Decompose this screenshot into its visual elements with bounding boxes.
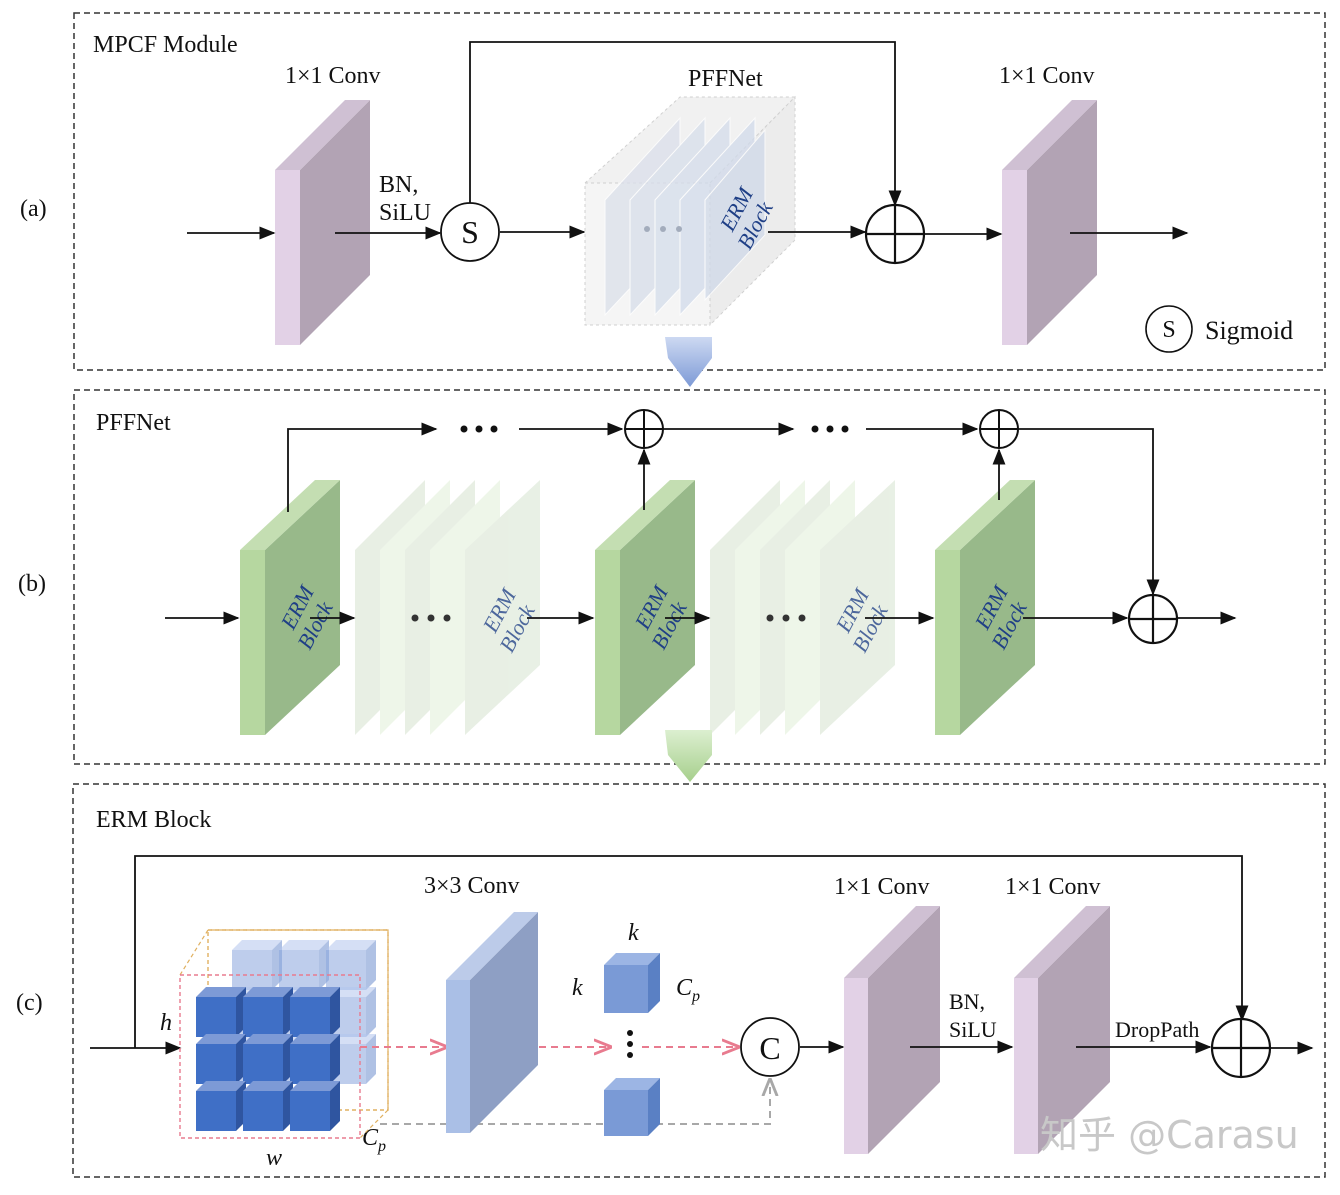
erm-block-2: [595, 480, 695, 735]
panel-a: (a) MPCF Module 1×1 Conv 1×1 Conv BN, Si…: [20, 12, 1326, 371]
b-skip-1: [287, 422, 438, 512]
dots-2c: [798, 614, 806, 622]
kernel-k-top: k: [628, 920, 639, 946]
b-top-dots-2c: [841, 425, 849, 433]
front-cube: [243, 987, 293, 1037]
dots-2a: [766, 614, 774, 622]
pffnet-label: PFFNet: [688, 66, 763, 92]
ghost-stack-1: [355, 480, 540, 735]
pffnet-stack: [583, 95, 797, 327]
sigmoid-symbol: S: [461, 214, 479, 250]
conv3x3-label: 3×3 Conv: [424, 873, 520, 899]
panel-b-tag: (b): [18, 571, 46, 597]
erm-block-1: [240, 480, 340, 735]
watermark: 知乎 @Carasu: [1040, 1113, 1299, 1157]
legend-sigmoid-icon: [1145, 305, 1193, 353]
dots-1c: [443, 614, 451, 622]
conv1x1-block-left: [275, 100, 370, 345]
panel-a-tag: (a): [20, 196, 47, 222]
transition-arrow-ab: [665, 337, 712, 387]
concat-node: [740, 1017, 800, 1077]
b-top-dots-2b: [826, 425, 834, 433]
c-w-label: w: [266, 1145, 282, 1171]
legend-sigmoid-symbol: S: [1162, 317, 1175, 343]
panel-c-frame: [72, 783, 1326, 1178]
b-skip-5: [1018, 428, 1160, 596]
kernel-cube-top: [604, 953, 660, 1013]
b-top-dots-2a: [811, 425, 819, 433]
b-add-node-3: [1127, 593, 1179, 645]
kernel-dot-1: [627, 1030, 633, 1036]
conv3x3-block: [446, 912, 538, 1133]
kernel-k-left: k: [572, 975, 583, 1001]
kernel-cube-bottom: [604, 1078, 660, 1136]
dots-2b: [782, 614, 790, 622]
c-cp-label: Cp: [362, 1125, 386, 1155]
dots-1a: [411, 614, 419, 622]
dashed-gray-bypass: [380, 1080, 770, 1125]
conv1x1b-block: [1014, 906, 1110, 1154]
c-skip-connection: [134, 855, 1249, 1048]
panel-c: (c) ERM Block h w Cp 3×3 Conv: [16, 783, 1326, 1178]
conv1x1b-label: 1×1 Conv: [1005, 874, 1101, 900]
droppath-label: DropPath: [1115, 1017, 1199, 1042]
conv1x1-block-right: [1002, 100, 1097, 345]
c-h-label: h: [160, 1010, 172, 1036]
c-bn-line2: SiLU: [949, 1017, 997, 1042]
b-add-node-1: [624, 409, 664, 449]
conv1x1-label-left: 1×1 Conv: [285, 63, 381, 89]
conv1x1a-block: [844, 906, 940, 1154]
kernel-dot-2: [627, 1041, 633, 1047]
back-cube: [232, 940, 282, 990]
transition-arrow-bc: [665, 730, 712, 782]
front-cube: [290, 1081, 340, 1131]
back-cube: [326, 940, 376, 990]
front-cube: [243, 1034, 293, 1084]
b-top-dots-1c: [490, 425, 498, 433]
bn-label-line2: SiLU: [379, 200, 431, 226]
legend-sigmoid-text: Sigmoid: [1205, 316, 1293, 345]
b-add-node-2: [979, 409, 1019, 449]
front-cube: [290, 1034, 340, 1084]
concat-symbol: C: [759, 1030, 780, 1066]
front-cube: [196, 1081, 246, 1131]
feature-tensor: [179, 929, 389, 1139]
kernel-dot-3: [627, 1052, 633, 1058]
panel-c-title: ERM Block: [96, 807, 211, 833]
kernel-cp-right: Cp: [676, 975, 700, 1005]
ghost-stack-2: [710, 480, 895, 735]
front-cube: [196, 987, 246, 1037]
conv1x1-label-right: 1×1 Conv: [999, 63, 1095, 89]
front-cube: [290, 987, 340, 1037]
panel-c-tag: (c): [16, 990, 43, 1016]
dots-1b: [427, 614, 435, 622]
c-bn-line1: BN,: [949, 989, 985, 1014]
back-cube: [279, 940, 329, 990]
front-cubes: [196, 987, 340, 1131]
bn-label-line1: BN,: [379, 172, 418, 198]
front-cube: [243, 1081, 293, 1131]
conv1x1a-label: 1×1 Conv: [834, 874, 930, 900]
panel-b-title: PFFNet: [96, 410, 171, 436]
b-top-dots-1b: [475, 425, 483, 433]
skip-connection: [469, 41, 902, 207]
erm-block-3: [935, 480, 1035, 735]
c-add-node: [1210, 1017, 1272, 1079]
front-cube: [196, 1034, 246, 1084]
panel-a-title: MPCF Module: [93, 32, 238, 58]
b-top-dots-1a: [460, 425, 468, 433]
panel-b: (b) PFFNet ERM Block ERM Block: [18, 389, 1326, 765]
add-node-a: [864, 203, 926, 265]
